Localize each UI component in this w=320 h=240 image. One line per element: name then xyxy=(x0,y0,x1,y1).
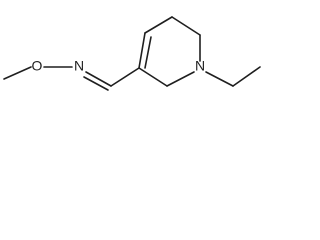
bond-ring-c4-c3-outer xyxy=(138,32,146,69)
bond-methyl-oxygen xyxy=(3,66,32,80)
bond-imine-outer xyxy=(85,71,112,87)
atom-oxime-nitrogen-label: N xyxy=(74,58,84,74)
bond-n-ethyl-1 xyxy=(205,71,234,87)
bond-ethyl-2 xyxy=(232,66,261,87)
atom-oxygen-label: O xyxy=(32,58,43,74)
molecule-structure: O N N xyxy=(3,16,261,91)
bond-ring-c3-c2 xyxy=(138,67,168,87)
bond-ring-c5-c4 xyxy=(144,16,173,34)
atom-ring-nitrogen-label: N xyxy=(195,58,205,74)
structure-canvas: O N N xyxy=(0,0,284,92)
bond-ring-c6-c5 xyxy=(171,16,201,36)
bond-ch-ring xyxy=(110,67,140,87)
bond-ring-c4-c3-inner xyxy=(144,36,152,69)
bond-ring-c2-n1 xyxy=(166,71,195,87)
bond-imine-inner xyxy=(83,76,109,91)
